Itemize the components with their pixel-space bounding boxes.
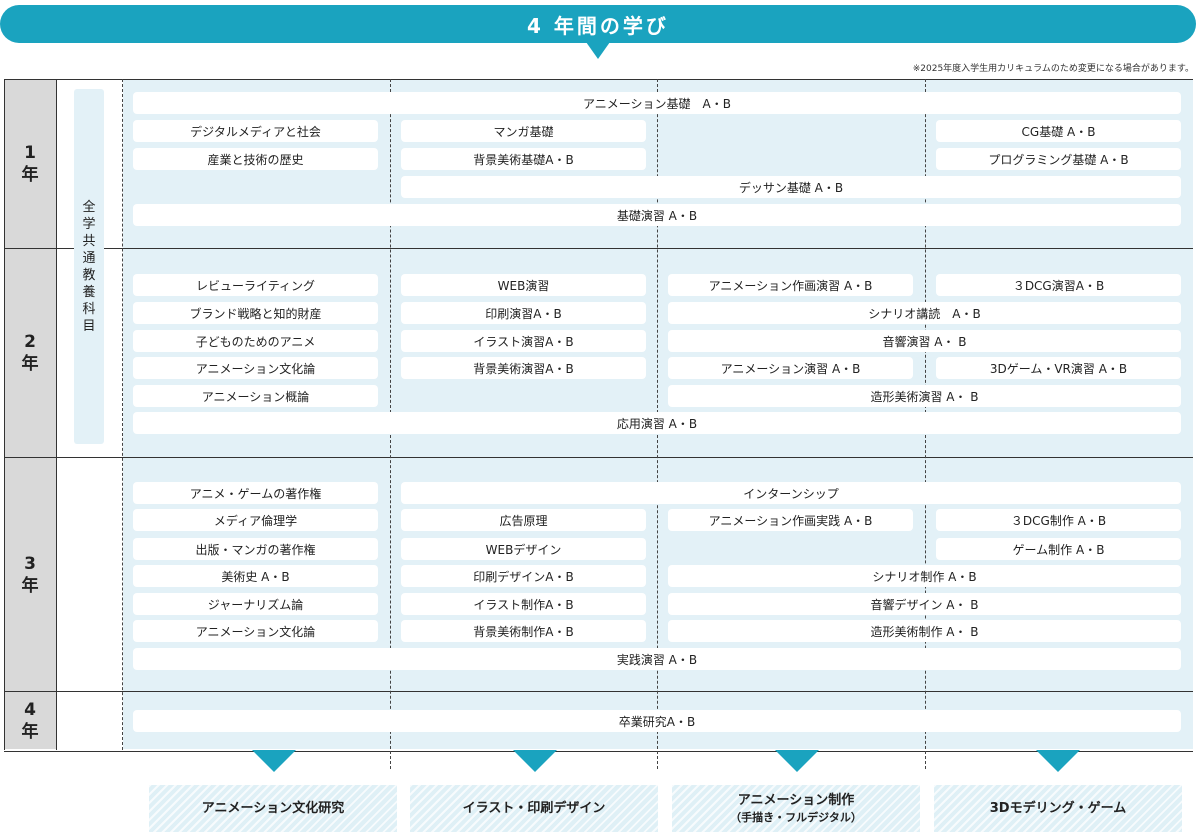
course-graduation-research: 卒業研究A・B xyxy=(133,710,1181,732)
course-background-production: 背景美術制作A・B xyxy=(401,620,646,642)
course-game-production: ゲーム制作 A・B xyxy=(936,538,1181,560)
course-basic-practice: 基礎演習 A・B xyxy=(133,204,1181,226)
course-3dcg-practice: ３DCG演習A・B xyxy=(936,274,1181,296)
course-media-ethics: メディア倫理学 xyxy=(133,509,378,531)
course-web-practice: WEB演習 xyxy=(401,274,646,296)
course-copyright-publishing: 出版・マンガの著作権 xyxy=(133,538,378,560)
course-print-practice: 印刷演習A・B xyxy=(401,302,646,324)
course-anime-overview: アニメーション概論 xyxy=(133,385,378,407)
course-internship: インターンシップ xyxy=(401,482,1181,504)
course-practical-practice: 実践演習 A・B xyxy=(133,648,1181,670)
course-review-writing: レビューライティング xyxy=(133,274,378,296)
course-3dcg-production: ３DCG制作 A・B xyxy=(936,509,1181,531)
year-separator-1-2 xyxy=(4,248,1193,249)
general-col-line xyxy=(122,79,123,750)
curriculum-frame xyxy=(4,79,1193,752)
course-anime-practice: アニメーション演習 A・B xyxy=(668,357,913,379)
course-industry-history: 産業と技術の歴史 xyxy=(133,148,378,170)
course-sound-practice: 音響演習 A・ B xyxy=(668,330,1181,352)
track-label: 3Dモデリング・ゲーム xyxy=(989,801,1127,816)
course-anime-drawing-practice: アニメーション作画演習 A・B xyxy=(668,274,913,296)
course-journalism: ジャーナリズム論 xyxy=(133,593,378,615)
course-modeling-art-production: 造形美術制作 A・ B xyxy=(668,620,1181,642)
general-education-label: 全 学 共 通 教 養 科 目 xyxy=(74,89,104,444)
course-animation-basics: アニメーション基礎 A・B xyxy=(133,92,1181,114)
frame-left-line xyxy=(4,79,5,750)
course-brand-strategy: ブランド戦略と知的財産 xyxy=(133,302,378,324)
track-arrow-1 xyxy=(252,750,296,772)
course-applied-practice: 応用演習 A・B xyxy=(133,412,1181,434)
course-anime-culture-y2: アニメーション文化論 xyxy=(133,357,378,379)
course-kids-anime: 子どものためのアニメ xyxy=(133,330,378,352)
track-arrow-3 xyxy=(775,750,819,772)
track-anime-culture-research: アニメーション文化研究 xyxy=(149,785,397,832)
course-modeling-art-practice: 造形美術演習 A・ B xyxy=(668,385,1181,407)
track-label: アニメーション文化研究 xyxy=(201,801,345,816)
course-art-history: 美術史 A・B xyxy=(133,565,378,587)
curriculum-title: 4 年間の学び xyxy=(0,5,1196,43)
track-3d-modeling-game: 3Dモデリング・ゲーム xyxy=(934,785,1182,832)
course-cg-basics: CG基礎 A・B xyxy=(936,120,1181,142)
course-illust-production: イラスト制作A・B xyxy=(401,593,646,615)
course-game-vr-practice: 3Dゲーム・VR演習 A・B xyxy=(936,357,1181,379)
course-web-design: WEBデザイン xyxy=(401,538,646,560)
track-arrow-4 xyxy=(1036,750,1080,772)
course-sound-design: 音響デザイン A・ B xyxy=(668,593,1181,615)
track-anime-production: アニメーション制作 （手描き・フルデジタル） xyxy=(672,785,920,832)
course-copyright-anime-game: アニメ・ゲームの著作権 xyxy=(133,482,378,504)
course-print-design: 印刷デザインA・B xyxy=(401,565,646,587)
course-anime-drawing-production: アニメーション作画実践 A・B xyxy=(668,509,913,531)
course-manga-basics: マンガ基礎 xyxy=(401,120,646,142)
curriculum-note: ※2025年度入学生用カリキュラムのため変更になる場合があります。 xyxy=(912,64,1194,74)
track-sublabel: （手描き・フルデジタル） xyxy=(730,810,862,824)
year-col-line xyxy=(56,79,57,750)
course-scenario-production: シナリオ制作 A・B xyxy=(668,565,1181,587)
track-arrow-2 xyxy=(513,750,557,772)
course-dessin-basics: デッサン基礎 A・B xyxy=(401,176,1181,198)
course-background-art-basics: 背景美術基礎A・B xyxy=(401,148,646,170)
course-scenario-lecture: シナリオ講読 A・B xyxy=(668,302,1181,324)
course-background-practice: 背景美術演習A・B xyxy=(401,357,646,379)
course-anime-culture-y3: アニメーション文化論 xyxy=(133,620,378,642)
course-programming-basics: プログラミング基礎 A・B xyxy=(936,148,1181,170)
course-digital-media: デジタルメディアと社会 xyxy=(133,120,378,142)
course-advertising: 広告原理 xyxy=(401,509,646,531)
track-label: アニメーション制作 xyxy=(737,792,855,808)
track-label: イラスト・印刷デザイン xyxy=(462,801,606,816)
title-pointer-arrow xyxy=(586,42,610,59)
track-illust-print-design: イラスト・印刷デザイン xyxy=(410,785,658,832)
course-illust-practice: イラスト演習A・B xyxy=(401,330,646,352)
year-separator-2-3 xyxy=(4,457,1193,458)
year-separator-3-4 xyxy=(4,691,1193,692)
